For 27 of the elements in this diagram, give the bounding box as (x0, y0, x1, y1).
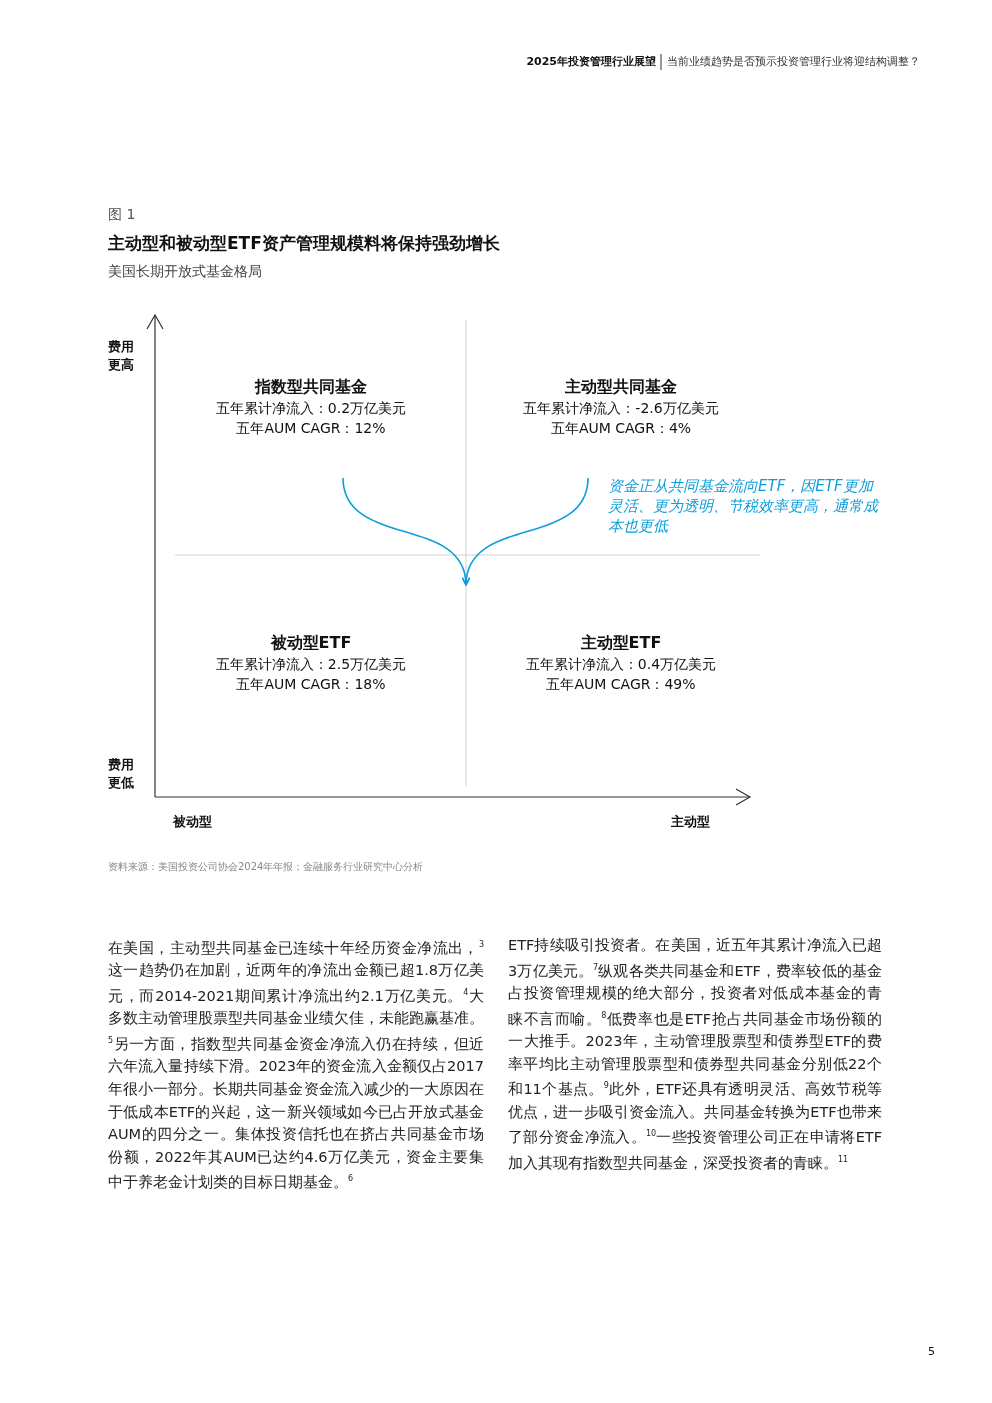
header-title: 2025年投资管理行业展望 (525, 54, 656, 70)
metric-text: 五年累计净流入：0.4万亿美元 (524, 655, 718, 674)
body-paragraph: 在美国，主动型共同基金已连续十年经历资金净流出，$^{3}$这一趋势仍在加剧，近两年的净流出金额已超1.8万亿美元，而2014-2021期间累计净流出约2.1万亿美元。$^{4}$大多数主动管理股票型共同基金业绩欠佳，未能跑赢基准。$^{5}$另一方面，指数型共同基金资金净流入仍在持续，但近六年流入量持续下滑。2023年的资金流入金额仅占2017年很小一部分。长期共同基金资金流入减少的一大原因在于低成本ETF的兴起，这一新兴领域如今已占开放式基金AUM的四分之一。集体投资信托也在挤占共同基金市场份额，2022年其AUM已达约4.6万亿美元，资金主要集中于养老金计划类的目标日期基金。$^{6}$ (108, 938, 484, 1193)
flow-arrow (462, 477, 589, 586)
quadrant-heading: 主动型共同基金 (564, 376, 678, 398)
figure-title: 主动型和被动型ETF资产管理规模料将保持强劲增长 (108, 232, 500, 255)
page-number: 5 (928, 1345, 935, 1359)
body-paragraph: ETF持续吸引投资者。在美国，近五年其累计净流入已超3万亿美元。$^{7}$纵观各类共同基金和ETF，费率较低的基金占投资管理规模的绝大部分，投资者对低成本基金的青睐不言而喻。$^{8}$低费率也是ETF抢占共同基金市场份额的一大推手。2023年，主动管理股票型和债券型ETF的费率平均比主动管理股票型和债券型共同基金分别低22个和11个基点。$^{9}$此外，ETF还具有透明灵活、高效节税等优点，进一步吸引资金流入。共同基金转换为ETF也带来了部分资金净流入。$^{10}$一些投资管理公司正在申请将ETF加入其现有指数型共同基金，深受投资者的青睐。$^{11}$ (508, 936, 882, 1173)
axis-label: 被动型 (173, 813, 212, 831)
source-note: 资料来源：美国投资公司协会2024年年报；金融服务行业研究中心分析 (108, 860, 424, 874)
chart-subtitle: 美国长期开放式基金格局 (108, 262, 262, 280)
quadrant-heading: 被动型ETF (269, 632, 353, 654)
figure-number: 图 1 (108, 205, 136, 223)
axis-label: 费用更高 (108, 338, 135, 374)
metric-text: 五年累计净流入：0.2万亿美元 (214, 399, 408, 418)
metric-text: 五年AUM CAGR：49% (545, 675, 697, 694)
metric-text: 五年累计净流入：-2.6万亿美元 (522, 399, 720, 418)
quadrant-heading: 指数型共同基金 (253, 376, 368, 398)
metric-text: 五年AUM CAGR：4% (549, 419, 693, 438)
axis-label: 费用更低 (108, 756, 135, 792)
annotation-text: 资金正从共同基金流向ETF，因ETF更加灵活、更为透明、节税效率更高，通常成本也更低 (608, 476, 881, 536)
metric-text: 五年AUM CAGR：18% (235, 675, 387, 694)
axis-label: 主动型 (671, 813, 710, 831)
header-subtitle: 当前业绩趋势是否预示投资管理行业将迎结构调整？ (667, 54, 920, 70)
metric-text: 五年AUM CAGR：12% (235, 419, 387, 438)
metric-text: 五年累计净流入：2.5万亿美元 (214, 655, 408, 674)
quadrant-heading: 主动型ETF (579, 632, 663, 654)
